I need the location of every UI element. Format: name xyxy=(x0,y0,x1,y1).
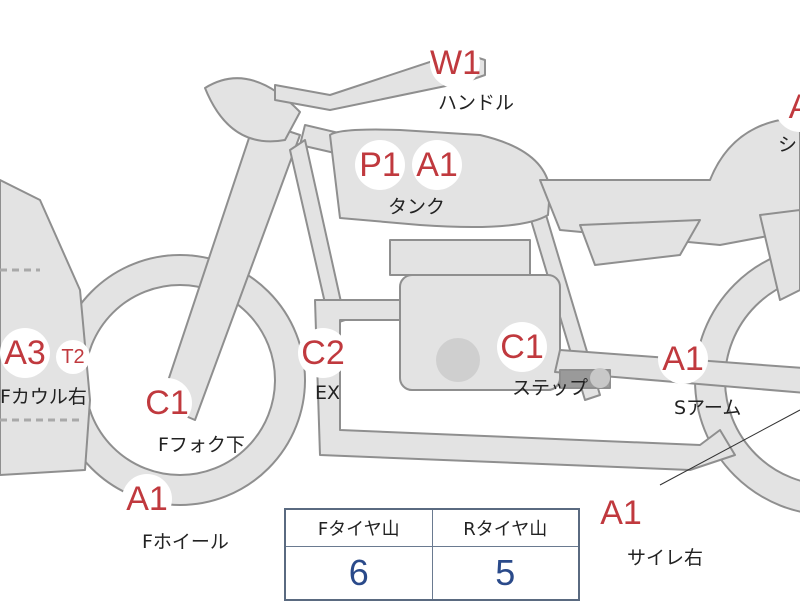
ffork-code-badge: C1 xyxy=(142,378,192,428)
fcowl-code-badge: A3 xyxy=(0,328,50,378)
step-label: ステップ xyxy=(512,377,589,399)
sarm-label: Sアーム xyxy=(674,397,742,419)
front-tire-header: Fタイヤ山 xyxy=(284,508,433,547)
handle-label: ハンドル xyxy=(438,92,515,114)
handle-code-badge: W1 xyxy=(430,38,481,88)
silencer-label: サイレ右 xyxy=(627,547,704,569)
engine-top xyxy=(389,239,531,276)
fwheel-label: Fホイール xyxy=(142,531,229,553)
engine-cover xyxy=(436,338,480,382)
sarm-code-badge: A1 xyxy=(658,334,708,384)
tank-p-code-badge: P1 xyxy=(355,140,405,190)
tire-tread-table: Fタイヤ山 Rタイヤ山 6 5 xyxy=(284,508,580,601)
rear-tire-header: Rタイヤ山 xyxy=(431,508,580,547)
fcowl-label: Fカウル右 xyxy=(0,386,87,408)
fcowl-sub-badge: T2 xyxy=(56,340,90,374)
rear-tire-value: 5 xyxy=(431,546,580,601)
rear-shock xyxy=(759,209,800,301)
seat xyxy=(539,117,800,246)
tread-table-header-row: Fタイヤ山 Rタイヤ山 xyxy=(284,508,580,547)
ffork-label: Fフォク下 xyxy=(158,434,245,456)
step-code-badge: C1 xyxy=(497,322,547,372)
seat-label: シ xyxy=(778,134,798,156)
tread-table-value-row: 6 5 xyxy=(284,546,580,601)
silencer-leader-line xyxy=(659,409,800,486)
exhaust-pipe xyxy=(314,299,736,471)
side-cover xyxy=(579,219,701,266)
ex-code-badge: C2 xyxy=(298,328,348,378)
ex-label: EX xyxy=(315,382,341,404)
silencer-code-badge: A1 xyxy=(596,488,646,538)
tank-label: タンク xyxy=(388,196,446,218)
front-tire-value: 6 xyxy=(284,546,433,601)
tank-a-code-badge: A1 xyxy=(412,140,462,190)
front-cowl xyxy=(0,179,91,476)
fwheel-code-badge: A1 xyxy=(122,474,172,524)
